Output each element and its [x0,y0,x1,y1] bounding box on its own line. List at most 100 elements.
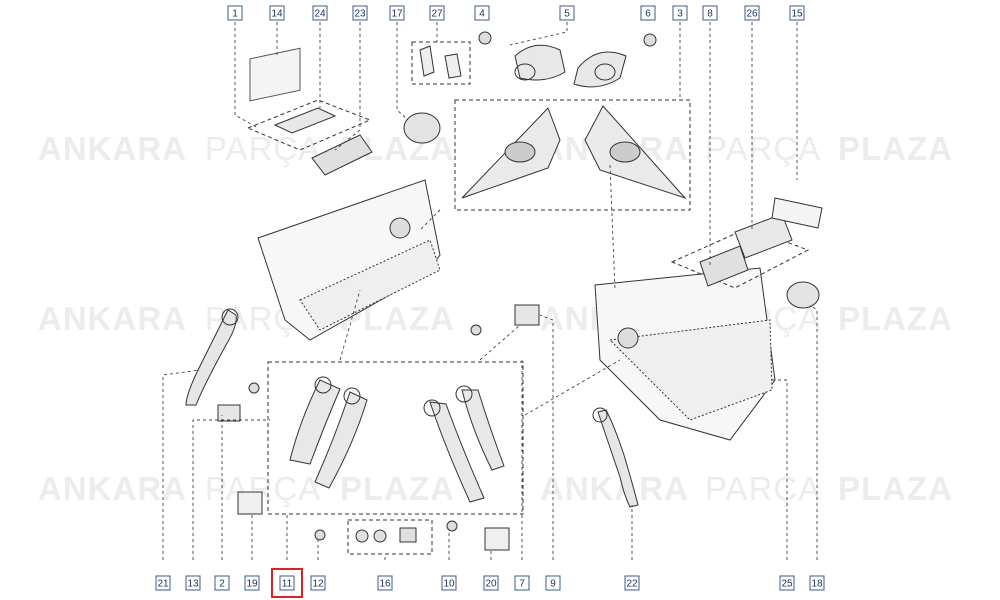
callout-number: 6 [645,9,651,20]
callout-20[interactable]: 20 [483,575,499,591]
callout-box [227,5,243,21]
callout-14[interactable]: 14 [269,5,285,21]
watermark-brand: ANKARA [38,130,187,167]
callout-19[interactable]: 19 [244,575,260,591]
callout-box [429,5,445,21]
callout-24[interactable]: 24 [312,5,328,21]
callout-number: 18 [811,579,823,590]
callout-box [214,575,230,591]
watermark-brand: PARÇA [205,130,321,167]
callout-15[interactable]: 15 [789,5,805,21]
callout-number: 24 [314,9,326,20]
callout-box [389,5,405,21]
callout-number: 4 [479,9,485,20]
callout-number: 17 [391,9,403,20]
callout-22[interactable]: 22 [624,575,640,591]
callout-number: 12 [312,579,324,590]
callout-number: 2 [219,579,225,590]
callout-number: 3 [677,9,683,20]
callout-number: 21 [157,579,169,590]
watermark: ANKARA PARÇA PLAZA ANKARA PARÇA PLAZA AN… [38,130,953,507]
callout-25[interactable]: 25 [779,575,795,591]
watermark-brand: ANKARA [38,300,187,337]
callout-26[interactable]: 26 [744,5,760,21]
callout-number: 7 [519,579,525,590]
callout-number: 16 [379,579,391,590]
callout-box [269,5,285,21]
watermark-brand: PARÇA [705,130,821,167]
watermark-brand: PLAZA [838,470,953,507]
callout-16[interactable]: 16 [377,575,393,591]
callout-number: 22 [626,579,638,590]
callout-7[interactable]: 7 [514,575,530,591]
callout-27[interactable]: 27 [429,5,445,21]
callout-box [809,575,825,591]
callout-box [155,575,171,591]
callout-21[interactable]: 21 [155,575,171,591]
watermark-brand: ANKARA [38,470,187,507]
callout-11[interactable]: 11 [271,568,303,598]
callout-4[interactable]: 4 [474,5,490,21]
callout-5[interactable]: 5 [559,5,575,21]
door-panel-right [594,267,776,441]
callout-box [377,575,393,591]
callout-2[interactable]: 2 [214,575,230,591]
callout-number: 27 [431,9,443,20]
callout-number: 8 [707,9,713,20]
window-switch-left [246,99,373,176]
callout-number: 9 [550,579,556,590]
callout-8[interactable]: 8 [702,5,718,21]
callout-number: 10 [443,579,455,590]
callout-6[interactable]: 6 [640,5,656,21]
watermark-brand: PLAZA [838,130,953,167]
callout-box [702,5,718,21]
callout-group: 1 14 24 23 17 27 4 5 6 3 8 26 15 21 13 2 19 11 12 16 10 20 7 9 2… [155,5,825,598]
watermark-brand: PLAZA [340,470,455,507]
callout-box [779,575,795,591]
callout-number: 15 [791,9,803,20]
callout-box [244,575,260,591]
callout-3[interactable]: 3 [672,5,688,21]
watermark-brand: PARÇA [705,470,821,507]
parts-drawing [185,31,823,555]
callout-number: 14 [271,9,283,20]
callout-number: 20 [485,579,497,590]
callout-number: 11 [282,579,293,590]
callout-box [483,575,499,591]
callout-box [789,5,805,21]
callout-number: 23 [354,9,366,20]
callout-number: 1 [232,9,238,20]
callout-23[interactable]: 23 [352,5,368,21]
callout-box [312,5,328,21]
callout-number: 25 [781,579,793,590]
callout-box [441,575,457,591]
callout-12[interactable]: 12 [310,575,326,591]
callout-9[interactable]: 9 [545,575,561,591]
callout-17[interactable]: 17 [389,5,405,21]
watermark-brand: PLAZA [838,300,953,337]
callout-10[interactable]: 10 [441,575,457,591]
callout-box [474,5,490,21]
highlight-box [271,568,303,598]
callout-box [279,575,295,591]
callout-13[interactable]: 13 [185,575,201,591]
watermark-brand: PARÇA [205,470,321,507]
callout-18[interactable]: 18 [809,575,825,591]
callout-box [744,5,760,21]
leader-lines [162,22,818,560]
callout-1[interactable]: 1 [227,5,243,21]
callout-box [310,575,326,591]
callout-number: 13 [187,579,199,590]
callout-box [185,575,201,591]
watermark-brand: ANKARA [540,470,689,507]
callout-box [672,5,688,21]
callout-box [352,5,368,21]
callout-number: 26 [746,9,758,20]
callout-number: 19 [246,579,258,590]
callout-number: 5 [564,9,570,20]
callout-box [624,575,640,591]
callout-box [640,5,656,21]
door-panel-left [257,179,441,341]
